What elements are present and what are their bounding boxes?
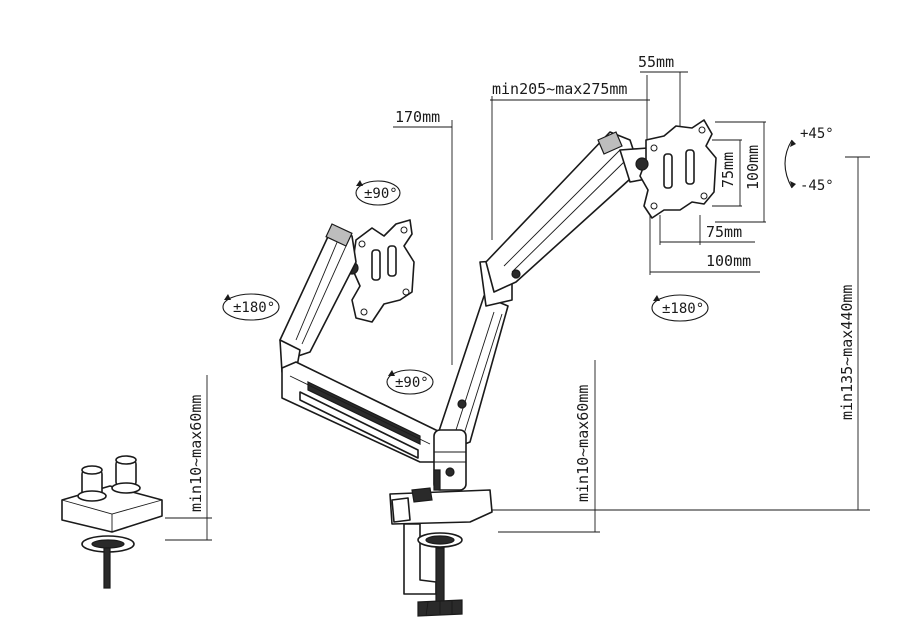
tilt-indicator: +45° -45° — [784, 126, 834, 194]
left-vesa-plate — [345, 219, 415, 323]
dim-vesa-inner-v: 75mm — [719, 152, 737, 188]
rotation-badge-mid: ±90° — [386, 369, 434, 395]
dim-height-range: min135~max440mm — [838, 285, 856, 420]
dim-vesa-inner-h: 75mm — [706, 223, 742, 241]
center-pole — [433, 429, 467, 491]
dim-vesa-outer-v: 100mm — [744, 145, 762, 190]
rotation-label: ±180° — [233, 300, 275, 316]
tilt-up-label: +45° — [800, 126, 834, 142]
rotation-label: ±90° — [395, 375, 429, 391]
tilt-down-label: -45° — [800, 178, 834, 194]
grommet-mount-detail — [61, 455, 163, 589]
rotation-label: ±90° — [364, 186, 398, 202]
dim-clamp-range-right: min10~max60mm — [574, 385, 592, 502]
dim-arm-reach: min205~max275mm — [492, 80, 627, 98]
right-upper-arm — [485, 131, 653, 293]
rotation-badge-left-swivel: ±180° — [222, 293, 280, 321]
rotation-badge-left-head: ±90° — [355, 180, 401, 206]
dimension-lines — [165, 71, 870, 541]
dim-clamp-range-left: min10~max60mm — [187, 395, 205, 512]
rotation-label: ±180° — [662, 301, 704, 317]
dim-pole-offset: 170mm — [395, 108, 440, 126]
dim-plate-width: 55mm — [638, 53, 674, 71]
right-vesa-plate — [635, 119, 717, 219]
dim-vesa-outer-h: 100mm — [706, 252, 751, 270]
left-lower-arm — [281, 361, 441, 463]
left-upper-arm — [279, 223, 357, 373]
rotation-badge-right-swivel: ±180° — [651, 294, 709, 322]
desk-clamp — [389, 487, 493, 617]
